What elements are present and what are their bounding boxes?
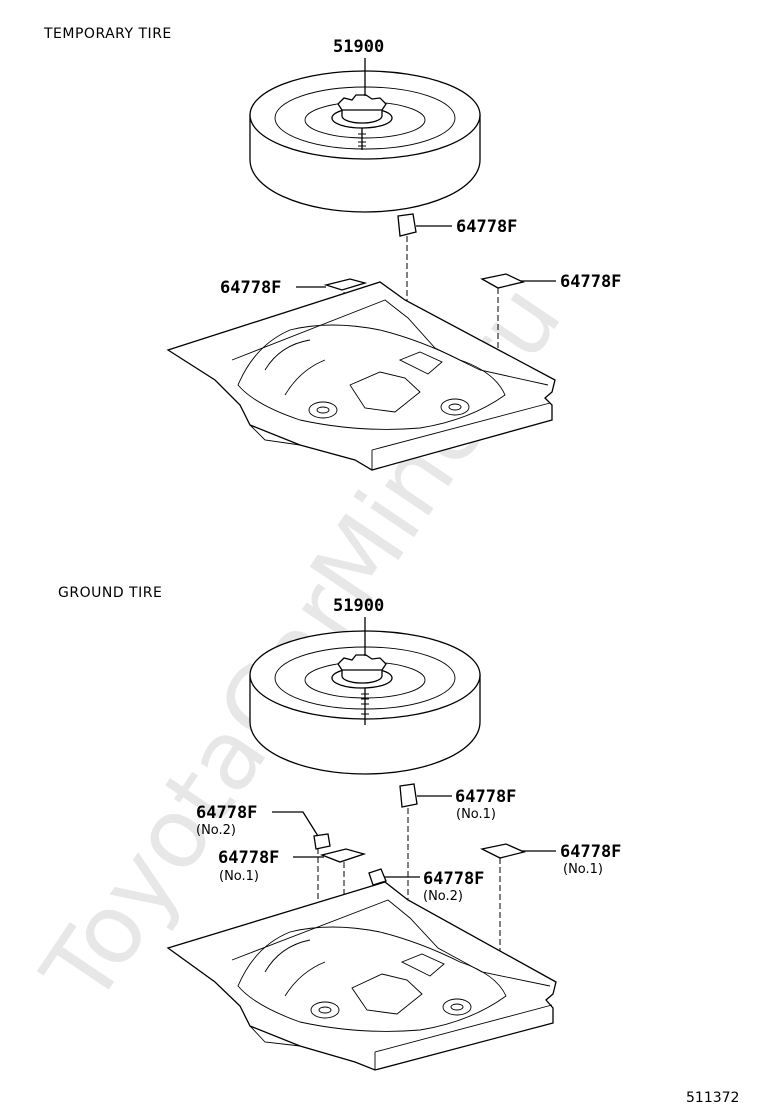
section-title-ground-tire: GROUND TIRE [58,585,162,601]
label-64778f-left-temporary: 64778F [220,278,281,298]
label-64778f-top-ground: 64778F [455,787,516,807]
label-no1-left-lower-ground: (No.1) [219,869,259,884]
diagram-id: 511372 [686,1090,739,1106]
cushion-pad-right-temporary [480,273,525,289]
cushion-pad-left-ground [319,848,367,863]
label-no2-mid-ground: (No.2) [423,889,463,904]
label-64778f-mid-ground: 64778F [423,869,484,889]
label-64778f-left-lower-ground: 64778F [218,848,279,868]
clip-part-top-ground [399,783,418,808]
label-64778f-top-temporary: 64778F [456,217,517,237]
clip-part-top-temporary [397,213,417,237]
label-51900-ground: 51900 [333,596,384,616]
floor-pan-ground [166,881,557,1071]
cushion-pad-right-ground [480,843,526,859]
label-64778f-right-ground: 64778F [560,842,621,862]
label-51900-temporary: 51900 [333,37,384,57]
clip-part-mid-ground [368,868,387,886]
floor-pan-temporary [166,281,556,471]
label-64778f-left-upper-ground: 64778F [196,803,257,823]
wing-nut-icon [331,654,393,689]
clip-part-left-upper-ground [313,833,331,850]
label-64778f-right-temporary: 64778F [560,272,621,292]
label-no2-left-upper-ground: (No.2) [196,823,236,838]
section-title-temporary-tire: TEMPORARY TIRE [43,26,172,42]
label-no1-top-ground: (No.1) [456,807,496,822]
cushion-pad-left-temporary [323,278,368,291]
label-no1-right-ground: (No.1) [563,862,603,877]
wing-nut-icon [331,94,393,129]
spare-tire-temporary [249,70,481,213]
spare-tire-ground [249,630,481,775]
